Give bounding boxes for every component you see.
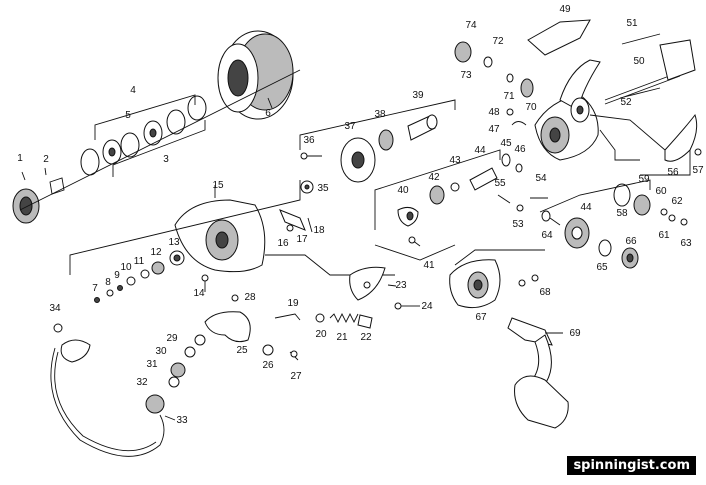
part-label: 41 [423,260,435,271]
part-label: 42 [428,172,440,183]
part-label: 25 [236,345,248,356]
part-label: 2 [43,154,49,165]
part-label: 70 [525,102,537,113]
part-label: 15 [212,180,224,191]
part-label: 53 [512,219,524,230]
part-label: 21 [336,332,348,343]
part-label: 71 [503,91,515,102]
part-label: 27 [290,371,302,382]
part-label: 19 [287,298,299,309]
part-label: 9 [114,270,120,281]
part-label: 50 [633,56,645,67]
part-label: 44 [580,202,592,213]
part-label: 64 [541,230,553,241]
part-label: 5 [125,110,131,121]
part-label: 4 [130,85,136,96]
part-label: 59 [638,174,650,185]
part-label: 6 [265,108,271,119]
part-label: 57 [692,165,704,176]
part-label: 37 [344,121,356,132]
part-label: 48 [488,107,500,118]
part-label: 72 [492,36,504,47]
leader-lines [21,97,563,421]
part-label: 22 [360,332,372,343]
part-label: 24 [421,301,433,312]
part-label: 23 [395,280,407,291]
part-label: 39 [412,90,424,101]
part-label: 63 [680,238,692,249]
part-label: 68 [539,287,551,298]
part-label: 34 [49,303,61,314]
part-label: 36 [303,135,315,146]
part-label: 40 [397,185,409,196]
part-label: 46 [514,144,526,155]
part-label: 51 [626,18,638,29]
part-label: 65 [596,262,608,273]
part-label: 43 [449,155,461,166]
part-label: 67 [475,312,487,323]
part-label: 14 [193,288,205,299]
site-watermark: spinningist.com [567,456,696,475]
part-label: 7 [92,283,98,294]
part-label: 45 [500,138,512,149]
rotor-group [299,99,456,194]
part-label: 60 [655,186,667,197]
part-label: 8 [105,277,111,288]
part-label: 52 [620,97,632,108]
part-label: 12 [150,247,162,258]
part-label: 31 [146,359,158,370]
part-label: 17 [296,234,308,245]
part-label: 44 [474,145,486,156]
part-label: 61 [658,230,670,241]
part-label: 58 [616,208,628,219]
part-label: 38 [374,109,386,120]
part-label: 66 [625,236,637,247]
part-label: 32 [136,377,148,388]
bail-arm-group [50,294,299,457]
part-label: 11 [133,256,145,267]
part-label: 30 [155,346,167,357]
part-label: 49 [559,4,571,15]
part-label: 1 [17,153,23,164]
part-label: 35 [317,183,329,194]
part-label: 13 [168,237,180,248]
gearbox-group [374,19,702,429]
part-label: 69 [569,328,581,339]
part-label: 26 [262,360,274,371]
part-label: 18 [313,225,325,236]
part-label: 47 [488,124,500,135]
part-label: 33 [176,415,188,426]
part-label: 56 [667,167,679,178]
part-label: 3 [163,154,169,165]
part-label: 62 [671,196,683,207]
part-label: 20 [315,329,327,340]
part-label: 16 [277,238,289,249]
body-group [69,180,410,329]
part-label: 74 [465,20,477,31]
part-label: 29 [166,333,178,344]
part-label: 10 [120,262,132,273]
part-label: 55 [494,178,506,189]
spool-group [12,30,301,224]
part-label: 28 [244,292,256,303]
part-label: 73 [460,70,472,81]
part-label: 54 [535,173,547,184]
